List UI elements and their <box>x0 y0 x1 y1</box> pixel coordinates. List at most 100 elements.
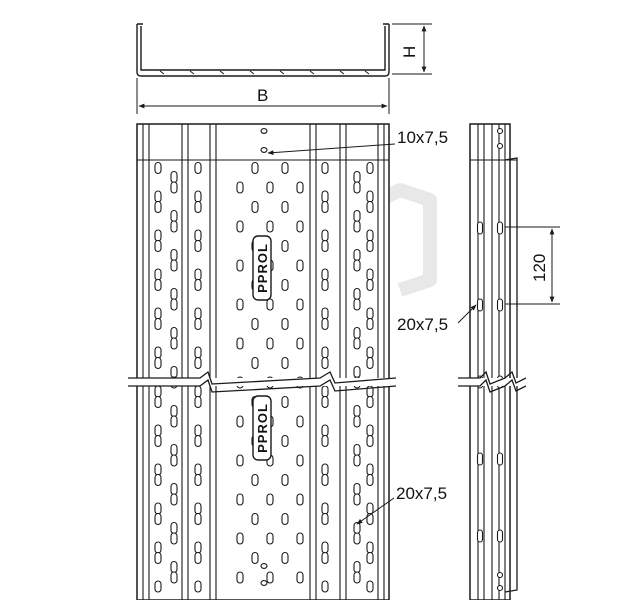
slot-hole <box>170 532 178 545</box>
slot-hole <box>353 571 361 584</box>
height-dimension <box>392 23 432 75</box>
slot-hole <box>194 268 202 281</box>
slot-hole <box>366 473 374 487</box>
slot-hole <box>170 571 178 584</box>
slot-hole <box>321 473 329 487</box>
slot-hole <box>321 434 329 448</box>
slot-hole <box>281 356 289 370</box>
slot-hole <box>353 386 361 389</box>
slot-hole <box>194 317 202 331</box>
slot-hole <box>496 529 504 543</box>
slot-hole <box>251 161 259 175</box>
slot-hole <box>194 278 202 292</box>
small-hole <box>260 563 268 569</box>
slot-hole <box>296 298 304 311</box>
slot-hole <box>366 346 374 359</box>
slot-hole <box>194 386 202 398</box>
slot-hole <box>281 434 289 448</box>
slot-hole <box>366 239 374 253</box>
slot-hole <box>366 580 374 593</box>
slot-hole <box>194 229 202 242</box>
slot-hole <box>476 298 484 312</box>
break-line-side <box>458 370 527 393</box>
slot-hole <box>353 220 361 233</box>
slot-hole <box>366 190 374 203</box>
slot-hole <box>281 161 289 175</box>
slot-hole <box>154 512 162 526</box>
slot-hole <box>496 452 504 466</box>
slot-hole <box>267 376 273 378</box>
slot-hole <box>296 337 304 350</box>
slot-hole <box>194 541 202 554</box>
slot-hole <box>237 376 243 378</box>
height-label: H <box>400 46 419 58</box>
slot-hole <box>170 259 178 272</box>
slot-hole <box>321 229 329 242</box>
slot-hole <box>296 259 304 272</box>
slot-hole <box>321 268 329 281</box>
slot-hole <box>154 229 162 242</box>
slot-hole <box>353 521 361 535</box>
side-flange <box>504 157 518 378</box>
slot-hole <box>170 209 178 223</box>
slot-hole <box>194 580 202 593</box>
slot-hole <box>236 220 244 233</box>
slot-hole <box>476 452 484 466</box>
small-hole <box>260 147 268 153</box>
slot-hole <box>353 365 361 378</box>
slot-hole <box>496 221 504 235</box>
side-flange <box>504 386 518 593</box>
slot-hole <box>366 278 374 292</box>
slot-hole <box>194 551 202 565</box>
slot-hole <box>251 356 259 370</box>
slot-hole <box>266 571 274 584</box>
slot-hole <box>194 463 202 476</box>
slot-hole <box>236 337 244 350</box>
slot-hole <box>251 200 259 214</box>
side-small-hole <box>496 571 504 579</box>
slot-hole <box>281 512 289 526</box>
slot-hole <box>296 493 304 506</box>
slot-hole <box>366 463 374 476</box>
slot-hole <box>353 170 361 184</box>
side-small-hole <box>496 127 504 135</box>
slot-hole <box>236 259 244 272</box>
slot-hole <box>296 415 304 428</box>
slot-hole <box>281 473 289 487</box>
slot-hole <box>321 551 329 565</box>
slot-hole <box>266 493 274 506</box>
tray-side-upper <box>469 123 518 378</box>
slot-hole <box>366 541 374 554</box>
slot-hole <box>170 248 178 262</box>
slot-hole <box>321 356 329 370</box>
slot-hole <box>170 326 178 340</box>
logo-upper: PPROL <box>252 235 272 301</box>
slot-hole <box>170 298 178 311</box>
slot-hole <box>321 386 329 398</box>
slot-hole <box>154 424 162 437</box>
slot-hole <box>297 376 303 378</box>
width-dimension <box>136 78 390 114</box>
slot-hole <box>266 386 274 389</box>
slot-hole <box>321 463 329 476</box>
slot-hole <box>236 415 244 428</box>
slot-hole <box>281 200 289 214</box>
side-outline <box>469 123 511 378</box>
slot-hole <box>321 502 329 515</box>
slot-hole <box>281 395 289 409</box>
width-label: B <box>257 86 268 105</box>
slot-hole <box>353 298 361 311</box>
slot-hole <box>154 580 162 593</box>
slot-hole <box>236 181 244 194</box>
slot-hole <box>353 287 361 301</box>
side-outline <box>469 386 511 600</box>
leader-lines <box>267 143 477 525</box>
slot-hole <box>266 532 274 545</box>
slot-hole <box>170 454 178 467</box>
small-hole <box>260 128 268 134</box>
slot-hole <box>476 529 484 543</box>
slot-hole <box>353 454 361 467</box>
pitch-label: 120 <box>530 254 549 282</box>
slot-hole <box>353 181 361 194</box>
slot-hole <box>296 220 304 233</box>
